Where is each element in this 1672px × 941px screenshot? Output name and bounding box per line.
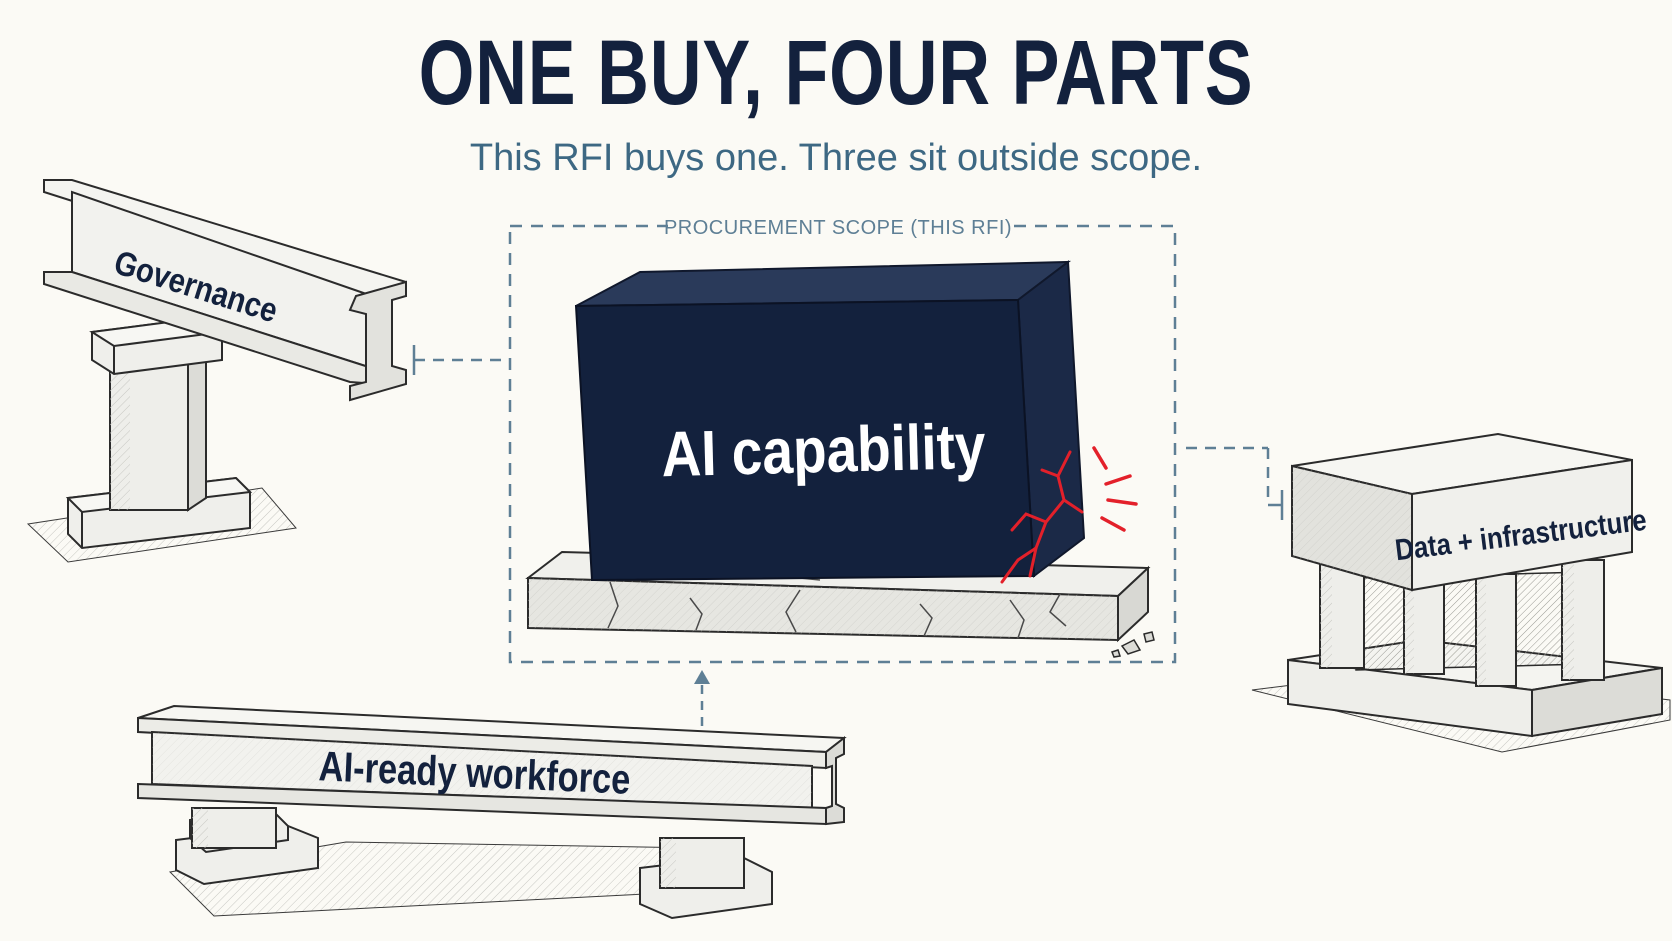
ai-capability-structure: AI capability [525, 260, 1155, 658]
workforce-beam-structure: AI-ready workforce [137, 704, 847, 920]
connector-data-infrastructure [1186, 446, 1284, 520]
ai-capability-label: AI capability [660, 410, 986, 490]
data-infrastructure-structure: Data + infrastructure [1251, 432, 1671, 753]
impact-lines [1092, 446, 1138, 532]
procurement-scope-label: PROCUREMENT SCOPE (THIS RFI) [664, 217, 1012, 239]
connector-governance [412, 345, 508, 375]
crack-mark [1000, 450, 1084, 584]
page-title: ONE BUY, FOUR PARTS [418, 22, 1254, 124]
procurement-scope-box: PROCUREMENT SCOPE (THIS RFI) [508, 213, 1177, 664]
connector-workforce [694, 670, 710, 726]
governance-beam-structure: Governance [26, 179, 407, 563]
page-subtitle: This RFI buys one. Three sit outside sco… [469, 137, 1203, 179]
